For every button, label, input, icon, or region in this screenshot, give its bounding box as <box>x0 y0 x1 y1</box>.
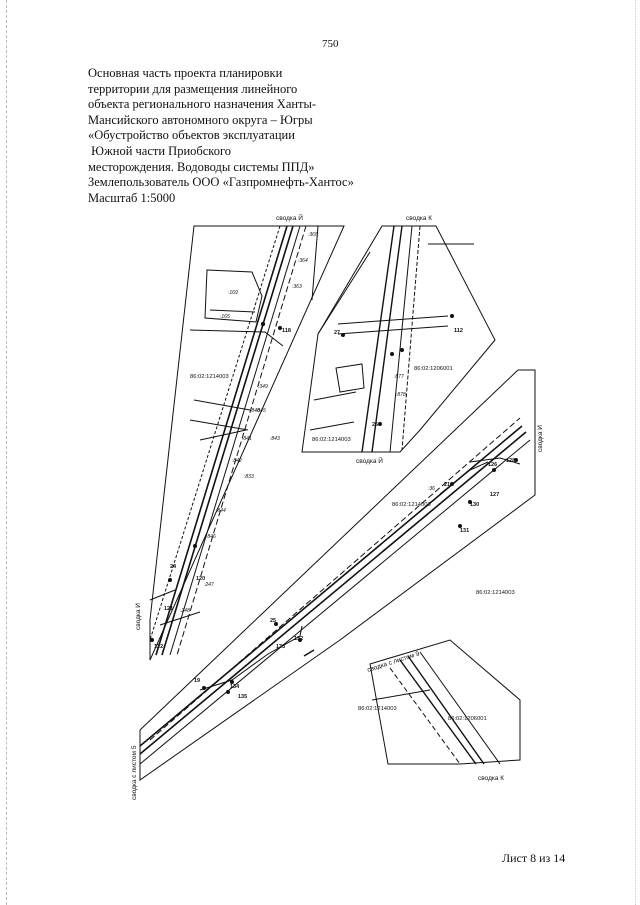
point-number: 21 <box>444 482 450 488</box>
cadastre-number: :877 <box>394 374 404 380</box>
scale-line: Масштаб 1:5000 <box>88 190 176 205</box>
parcel-number: 86:02:1214003 <box>312 437 351 443</box>
cadastre-number: :169 <box>228 290 238 296</box>
point-number: 134 <box>230 684 240 690</box>
point-number: 118 <box>282 328 291 334</box>
title-line: «Обустройство объектов эксплуатации <box>88 128 295 143</box>
title-line: Землепользователь ООО «Газпромнефть-Хант… <box>88 175 354 190</box>
svodka-label: сводка К <box>478 775 504 782</box>
svodka-label: сводка Й <box>276 213 303 222</box>
title-line: Мансийского автономного округа – Югры <box>88 112 313 127</box>
cadastre-number: :36 <box>428 486 435 492</box>
cadastre-number: :844 <box>216 508 226 514</box>
cadastre-number: :364 <box>298 258 308 264</box>
point-number: 121 <box>164 606 173 612</box>
page-number: 750 <box>322 38 339 50</box>
point-number: 122 <box>154 644 163 650</box>
title-block: Основная часть проекта планировки террит… <box>88 66 388 206</box>
cadastre-number: :248 <box>180 608 190 614</box>
parcel-number: 86:02:1206001 <box>448 716 487 722</box>
point-number: 130 <box>470 502 479 508</box>
point-number: 133 <box>276 644 285 650</box>
point-number: 128 <box>506 458 515 464</box>
cadastre-number: :349 <box>258 384 268 390</box>
cadastre-number: :247 <box>204 582 214 588</box>
scan-edge-left <box>6 0 8 905</box>
title-line: Южной части Приобского <box>88 143 232 158</box>
cadastre-number: :842 <box>232 458 242 464</box>
building-169 <box>204 269 263 323</box>
cadastre-number: :878 <box>396 392 406 398</box>
point-number: 27 <box>334 330 340 336</box>
cadastre-number: :363 <box>292 284 302 290</box>
cadastre-number: :165 <box>220 314 230 320</box>
title-line: объекта регионального назначения Ханты- <box>88 97 317 112</box>
cadastre-number: :365 <box>308 232 318 238</box>
svodka-label: сводка И <box>537 425 544 452</box>
title-line: Основная часть проекта планировки <box>88 66 283 80</box>
parcel-number: 86:02:1214003 <box>358 706 397 712</box>
fragment-bottom-inset-boundary <box>369 639 521 765</box>
parcel-number: 86:02:1214003 <box>392 502 431 508</box>
fragment-diagonal-boundary <box>139 369 536 781</box>
cadastre-number: :840 <box>250 408 260 414</box>
sheet-counter: Лист 8 из 14 <box>502 851 566 865</box>
parcel-number: 86:02:1214003 <box>190 374 229 380</box>
point-number: 131 <box>460 528 469 534</box>
cadastre-number: :846 <box>206 534 216 540</box>
cadastre-number: :843 <box>270 436 280 442</box>
parcel-number: 86:02:1206001 <box>414 366 453 372</box>
cadastre-number: :845 <box>256 408 266 414</box>
cadastre-number: :841 <box>242 436 252 442</box>
svodka-label: сводка К <box>406 215 432 222</box>
point-number: 127 <box>490 492 499 498</box>
point-number: 135 <box>238 694 247 700</box>
point-number: 19 <box>194 678 200 684</box>
point-number: 24 <box>170 564 177 570</box>
point-number: 25 <box>270 618 276 624</box>
fragment-left-boundary <box>149 225 345 661</box>
svodka-label: сводка Й <box>356 456 383 465</box>
parcel-number: 86:02:1214003 <box>476 590 515 596</box>
title-line: месторождения. Водоводы системы ППД» <box>88 159 315 174</box>
title-line: территории для размещения линейного <box>88 81 298 96</box>
cadastre-number: :833 <box>244 474 254 480</box>
svodka-label: сводка с листом 5 <box>131 745 138 800</box>
point-number: 112 <box>454 328 463 334</box>
point-number: 26 <box>372 422 378 428</box>
svodka-label: сводка И <box>135 603 142 630</box>
scan-edge-right <box>635 0 637 905</box>
fragment-inset-boundary <box>301 225 496 453</box>
point-number: 126 <box>488 462 497 468</box>
point-number: 120 <box>196 576 205 582</box>
point-number: 132 <box>294 636 303 642</box>
